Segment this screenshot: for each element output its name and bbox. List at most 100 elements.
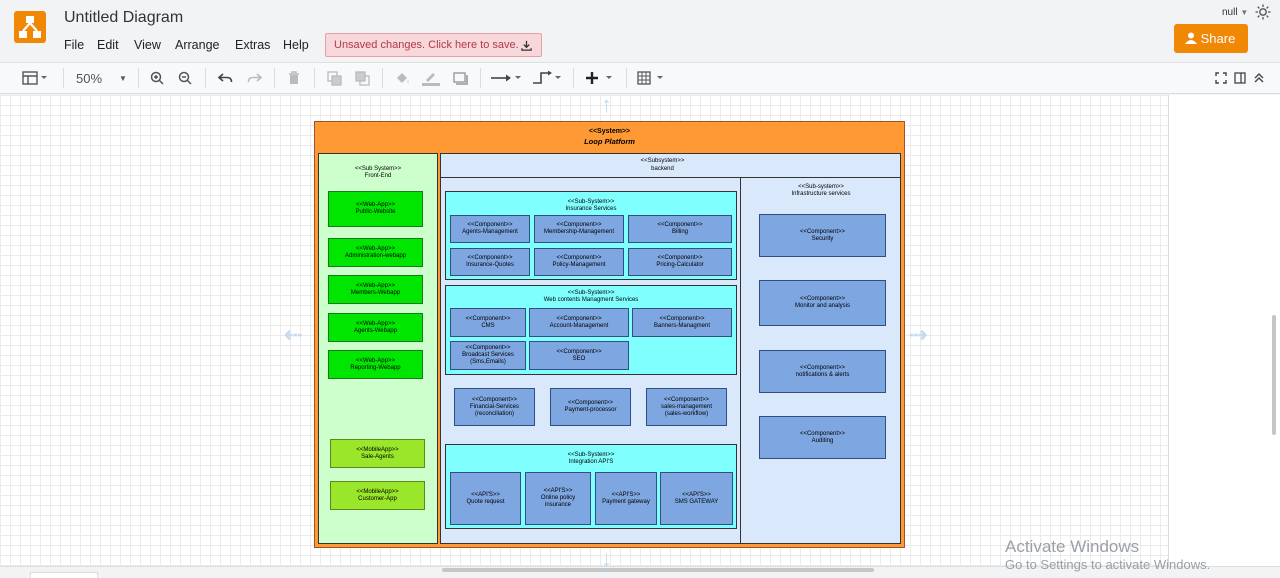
theme-sun-icon[interactable] (1255, 4, 1271, 20)
infrastructure-divider (740, 177, 741, 544)
component-insurance-quotes[interactable]: <<Component>> Insurance-Quotes (450, 248, 530, 276)
component-payment-processor[interactable]: <<Component>> Payment-processor (550, 388, 631, 426)
arrow-left-icon[interactable]: ⇠ (284, 322, 303, 347)
menu-view[interactable]: View (134, 38, 161, 52)
to-front-icon (326, 70, 342, 86)
webapp-members[interactable]: <<Web-App>> Members-Webapp (328, 275, 423, 304)
toolbar-separator (626, 68, 627, 88)
waypoints-button[interactable] (531, 63, 563, 93)
frontend-stereotype: <<Sub System>> (354, 166, 402, 172)
page-tab[interactable] (30, 572, 98, 578)
drawio-logo-icon[interactable] (14, 11, 46, 43)
arrow-down-icon[interactable]: ↓ (601, 546, 612, 571)
table-button[interactable] (636, 63, 668, 93)
zoom-select[interactable]: 50% ▼ (72, 63, 130, 93)
format-panel-button[interactable] (1231, 63, 1249, 93)
share-button[interactable]: Share (1174, 24, 1248, 53)
backend-header-divider (440, 177, 901, 178)
connection-style-button[interactable] (489, 63, 523, 93)
unsaved-changes-label: Unsaved changes. Click here to save. (334, 39, 519, 51)
api-quote-request[interactable]: <<API'S>> Quote request (450, 472, 521, 525)
to-back-button[interactable] (353, 63, 371, 93)
vertical-scrollbar[interactable] (1272, 315, 1276, 435)
component-pricing-calculator[interactable]: <<Component>> Pricing-Calculator (628, 248, 732, 276)
toolbar-separator (205, 68, 206, 88)
component-monitor-and-analysis[interactable]: <<Component>> Monitor and analysis (759, 280, 886, 326)
component-account-management[interactable]: <<Component>> Account-Management (529, 308, 629, 337)
webapp-reporting[interactable]: <<Web-App>> Reporting-Webapp (328, 350, 423, 379)
horizontal-scrollbar[interactable] (442, 568, 874, 572)
insurance-services-title: <<Sub-System>> Insurance Services (565, 199, 617, 212)
arrow-right-icon[interactable]: ⇢ (909, 322, 928, 347)
api-sms-gateway[interactable]: <<API'S>> SMS GATEWAY (660, 472, 733, 525)
webapp-public-website[interactable]: <<Web-App>> Public-Website (328, 191, 423, 227)
component-membership-management[interactable]: <<Component>> Membership-Management (534, 215, 624, 243)
fill-color-button[interactable] (393, 63, 411, 93)
diagram-title[interactable]: Untitled Diagram (64, 9, 184, 26)
mobileapp-sale-agents[interactable]: <<MobileApp>> Sale-Agents (330, 439, 425, 468)
trash-icon (289, 71, 299, 84)
zoom-in-button[interactable] (148, 63, 166, 93)
share-label: Share (1200, 31, 1236, 46)
system-stereotype: <<System>> (588, 128, 631, 135)
panel-layout-icon (22, 71, 47, 85)
fullscreen-icon (1215, 72, 1227, 84)
menu-extras[interactable]: Extras (235, 38, 271, 52)
component-auditing[interactable]: <<Component>> Auditing (759, 416, 886, 459)
menu-file[interactable]: File (64, 38, 85, 52)
undo-button[interactable] (216, 63, 234, 93)
component-broadcast-services[interactable]: <<Component>> Broadcast Services (Sms,Em… (450, 341, 526, 370)
component-seo[interactable]: <<Component>> SEO (529, 341, 629, 370)
bottom-bar (0, 566, 1280, 578)
to-front-button[interactable] (325, 63, 343, 93)
component-financial-services[interactable]: <<Component>> Financial-Services (reconc… (454, 388, 535, 426)
component-agents-management[interactable]: <<Component>> Agents-Management (450, 215, 530, 243)
to-back-icon (354, 70, 370, 86)
toolbar (0, 62, 1280, 94)
delete-button[interactable] (285, 63, 303, 93)
table-icon (637, 71, 663, 85)
chevron-down-icon: ▼ (1240, 8, 1249, 17)
component-sales-management[interactable]: <<Component>> sales-management (sales-wo… (646, 388, 727, 426)
component-cms[interactable]: <<Component>> CMS (450, 308, 526, 337)
component-banners-managment[interactable]: <<Component>> Banners-Managment (632, 308, 732, 337)
fullscreen-button[interactable] (1212, 63, 1230, 93)
system-name: Loop Platform (584, 137, 635, 146)
component-security[interactable]: <<Component>> Security (759, 214, 886, 257)
frontend-name: Front-End (364, 173, 392, 179)
menu-edit[interactable]: Edit (97, 38, 119, 52)
user-menu[interactable]: null ▼ (1222, 7, 1248, 18)
plus-icon (586, 72, 612, 84)
unsaved-changes-button[interactable]: Unsaved changes. Click here to save. (325, 33, 542, 57)
toolbar-separator (480, 68, 481, 88)
sidebar-panel-icon (1234, 72, 1246, 84)
infrastructure-title: <<Sub-system>> Infrastructure services (791, 184, 851, 197)
integration-apis-title: <<Sub-System>> Integration API'S (567, 452, 615, 465)
zoom-out-button[interactable] (176, 63, 194, 93)
watermark-title: Activate Windows (1005, 537, 1140, 556)
api-payment-gateway[interactable]: <<API'S>> Payment gateway (595, 472, 657, 525)
arrow-up-icon[interactable]: ↑ (601, 92, 612, 117)
toolbar-separator (382, 68, 383, 88)
menu-help[interactable]: Help (283, 38, 309, 52)
component-notifications-alerts[interactable]: <<Component>> notifications & alerts (759, 350, 886, 393)
line-color-button[interactable] (421, 63, 441, 93)
api-online-policy-insurance[interactable]: <<API'S>> Online policy insurance (525, 472, 591, 525)
webapp-administration[interactable]: <<Web-App>> Administration-webapp (328, 238, 423, 267)
redo-button[interactable] (245, 63, 263, 93)
zoom-out-icon (178, 71, 192, 85)
chevron-up-double-icon (1254, 73, 1264, 83)
component-billing[interactable]: <<Component>> Billing (628, 215, 732, 243)
webcontents-title: <<Sub-System>> Web contents Managment Se… (543, 290, 639, 303)
toolbar-separator (138, 68, 139, 88)
component-policy-management[interactable]: <<Component>> Policy-Management (534, 248, 624, 276)
toolbar-separator (314, 68, 315, 88)
insert-button[interactable] (584, 63, 616, 93)
collapse-button[interactable] (1250, 63, 1268, 93)
paint-bucket-icon (396, 72, 408, 83)
menu-arrange[interactable]: Arrange (175, 38, 220, 52)
webapp-agents[interactable]: <<Web-App>> Agents-Webapp (328, 313, 423, 342)
shadow-button[interactable] (451, 63, 469, 93)
format-panel-toggle[interactable] (18, 63, 52, 93)
mobileapp-customer[interactable]: <<MobileApp>> Customer-App (330, 481, 425, 510)
